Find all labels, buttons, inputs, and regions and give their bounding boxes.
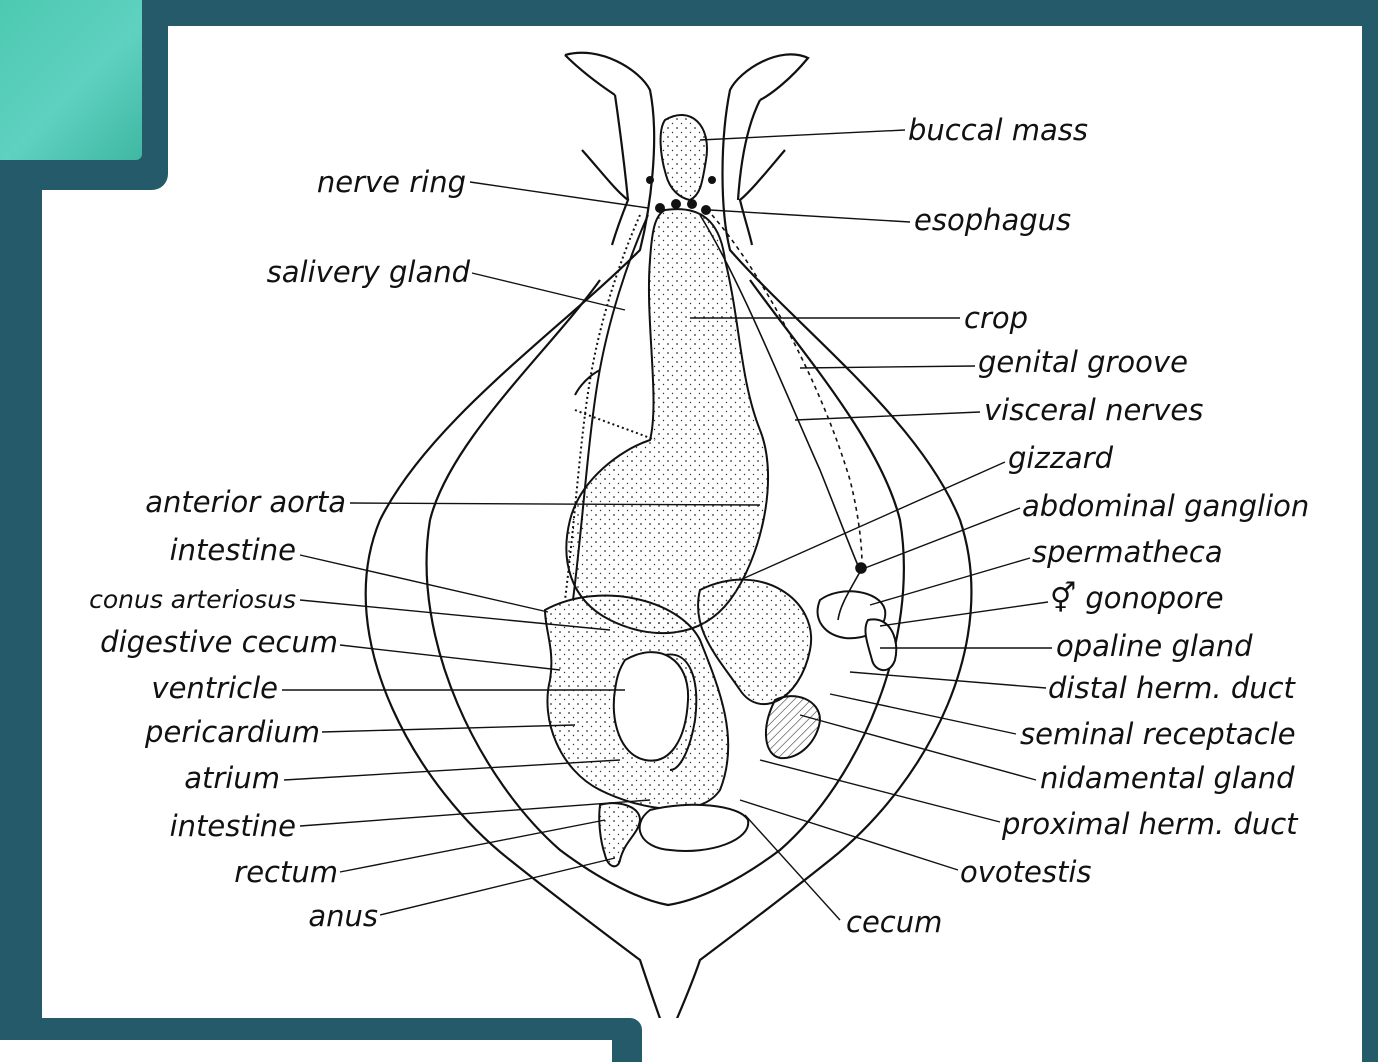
- label-ovotestis: ovotestis: [960, 855, 1092, 889]
- label-proximal-herm-duct: proximal herm. duct: [1001, 807, 1299, 841]
- label-nerve-ring: nerve ring: [317, 165, 466, 199]
- label-anus: anus: [308, 899, 378, 933]
- label-rectum: rectum: [234, 855, 338, 889]
- frame-top-bar: [0, 0, 1378, 26]
- label-crop: crop: [964, 301, 1028, 335]
- frame-right-bar: [1362, 0, 1378, 1062]
- label-anterior-aorta: anterior aorta: [145, 485, 346, 519]
- label-ventricle: ventricle: [151, 671, 278, 705]
- label-genital-groove: genital groove: [978, 345, 1188, 379]
- bottom-white-card: [0, 1040, 612, 1062]
- label-salivery-gland: salivery gland: [267, 255, 471, 289]
- label-pericardium: pericardium: [144, 715, 320, 749]
- crop-shape: [566, 209, 768, 633]
- label-seminal-receptacle: seminal receptacle: [1020, 717, 1296, 751]
- label-esophagus: esophagus: [914, 203, 1071, 237]
- label-buccal-mass: buccal mass: [908, 113, 1088, 147]
- label-abdominal-ganglion: abdominal ganglion: [1022, 489, 1309, 523]
- rectum-shape: [599, 803, 640, 866]
- label-opaline-gland: opaline gland: [1056, 629, 1253, 663]
- buccal-mass-shape: [661, 115, 707, 200]
- label-gonopore: ⚥ gonopore: [1050, 581, 1224, 615]
- label-spermatheca: spermatheca: [1032, 535, 1223, 569]
- label-conus-arteriosus: conus arteriosus: [89, 585, 296, 614]
- label-digestive-cecum: digestive cecum: [100, 625, 338, 659]
- digestive-tract: [545, 115, 896, 866]
- ovotestis-shape: [640, 805, 749, 851]
- ventricle-shape: [614, 652, 688, 760]
- label-visceral-nerves: visceral nerves: [984, 393, 1203, 427]
- label-intestine-upper: intestine: [170, 533, 296, 567]
- label-intestine-lower: intestine: [170, 809, 296, 843]
- label-nidamental-gland: nidamental gland: [1040, 761, 1295, 795]
- nidamental-gland-shape: [766, 696, 820, 758]
- label-distal-herm-duct: distal herm. duct: [1048, 671, 1297, 705]
- frame-left-bar: [0, 150, 42, 1062]
- label-gizzard: gizzard: [1008, 441, 1114, 475]
- label-atrium: atrium: [184, 761, 280, 795]
- label-cecum: cecum: [846, 905, 942, 939]
- labels-right: buccal mass esophagus crop genital groov…: [846, 113, 1309, 939]
- anatomy-diagram: buccal mass esophagus crop genital groov…: [42, 26, 1362, 1018]
- opaline-gland-shape: [865, 619, 896, 670]
